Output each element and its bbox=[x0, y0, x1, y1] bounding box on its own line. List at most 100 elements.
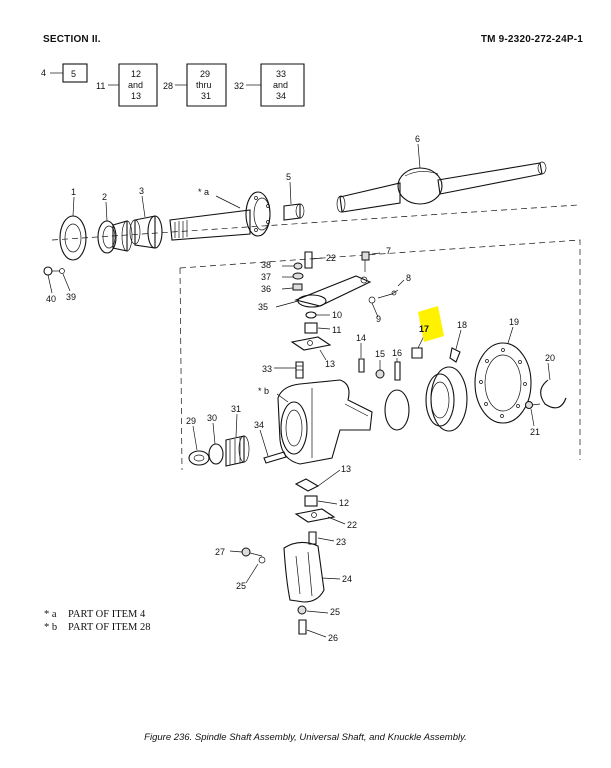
callout-label: 9 bbox=[376, 314, 381, 324]
callout-label: 22 bbox=[326, 253, 336, 263]
callout-label: 19 bbox=[509, 317, 519, 327]
part-24-bracket bbox=[283, 541, 325, 603]
part-3-bearing bbox=[129, 215, 163, 249]
callout-label: * a bbox=[198, 187, 209, 197]
flow-box bbox=[260, 63, 305, 107]
part-25-26-bolt bbox=[297, 605, 307, 635]
callout-label: 20 bbox=[545, 353, 555, 363]
flow-box bbox=[118, 63, 158, 107]
flow-box-text: thru bbox=[196, 80, 212, 90]
callout-label: 8 bbox=[406, 273, 411, 283]
callout-labels-lower: 13 12 22 25 bbox=[326, 253, 351, 617]
callout-label: 24 bbox=[342, 574, 352, 584]
callout-label: 25 bbox=[236, 581, 246, 591]
callout-label: 34 bbox=[254, 420, 264, 430]
callout-label: 1 bbox=[71, 187, 76, 197]
callout-labels: 1 2 3 * a 5 6 7 8 9 10 11 12 13 14 15 16… bbox=[46, 134, 555, 643]
part-6-universal-shaft bbox=[336, 161, 547, 213]
part-10-12-kingpin-upper bbox=[290, 311, 332, 351]
callout-label: 40 bbox=[46, 294, 56, 304]
callout-label: 30 bbox=[207, 413, 217, 423]
flow-box-group-28-29-31: 28 29 thru 31 bbox=[163, 63, 227, 107]
callout-label: 36 bbox=[261, 284, 271, 294]
part-20-clip bbox=[540, 379, 567, 409]
callout-label: 11 bbox=[332, 325, 341, 335]
part-14-15-16-fasteners bbox=[358, 358, 401, 381]
callout-label: 21 bbox=[530, 427, 540, 437]
callout-label: 18 bbox=[457, 320, 467, 330]
flow-box-text: and bbox=[128, 80, 143, 90]
flow-box-group-4-5: 4 5 bbox=[41, 63, 88, 83]
part-18-housing bbox=[425, 347, 468, 432]
part-33-bolt bbox=[295, 361, 304, 379]
callout-label: 3 bbox=[139, 186, 144, 196]
callout-label: 26 bbox=[328, 633, 338, 643]
callout-label: 5 bbox=[286, 172, 291, 182]
callout-label: 13 bbox=[325, 359, 335, 369]
callout-label: 2 bbox=[102, 192, 107, 202]
steering-knuckle bbox=[277, 379, 373, 465]
flow-box-text: and bbox=[273, 80, 288, 90]
part-38-37-36-hardware bbox=[292, 262, 304, 291]
highlight-marker bbox=[418, 306, 444, 342]
callout-label: * b bbox=[258, 386, 269, 396]
callout-label: 27 bbox=[215, 547, 225, 557]
callout-label: 38 bbox=[261, 260, 271, 270]
footnote-marker: * b bbox=[44, 622, 57, 633]
footnote-marker: * a bbox=[44, 609, 57, 620]
leader-lines bbox=[47, 143, 551, 638]
part-27-25-bolt bbox=[241, 547, 266, 564]
flow-box-text: 5 bbox=[71, 69, 76, 79]
flow-lead-number: 11 bbox=[96, 81, 105, 91]
callout-label: 13 bbox=[341, 464, 351, 474]
flow-box-text: 33 bbox=[276, 69, 286, 79]
footnote-text: PART OF ITEM 4 bbox=[68, 609, 146, 620]
callout-label: 31 bbox=[231, 404, 241, 414]
part-21-bolt bbox=[525, 401, 541, 409]
flow-box-text: 13 bbox=[131, 91, 141, 101]
manual-number: TM 9-2320-272-24P-1 bbox=[480, 34, 583, 45]
callout-label: 14 bbox=[356, 333, 366, 343]
callout-label: 33 bbox=[262, 364, 272, 374]
callout-label: 6 bbox=[415, 134, 420, 144]
callout-label: 7 bbox=[386, 246, 391, 256]
flow-box-group-11-12-13: 11 12 and 13 bbox=[96, 63, 158, 107]
part-13-12-22-lower bbox=[294, 478, 336, 523]
callout-label: 15 bbox=[375, 349, 385, 359]
assembly-boundary-upper bbox=[51, 204, 579, 241]
flow-box-group-32-33-34: 32 33 and 34 bbox=[234, 63, 305, 107]
flow-box-text: 29 bbox=[200, 69, 210, 79]
figure-caption: Figure 236. Spindle Shaft Assembly, Univ… bbox=[144, 732, 467, 743]
part-17-fitting bbox=[411, 347, 423, 359]
part-29-30-31-seals bbox=[188, 435, 250, 467]
section-heading: SECTION II. bbox=[43, 34, 101, 45]
flow-lead-number: 32 bbox=[234, 81, 244, 91]
part-40-39-fitting bbox=[43, 266, 65, 276]
callout-label: 29 bbox=[186, 416, 196, 426]
flow-box-text: 31 bbox=[201, 91, 211, 101]
part-bearing-cone bbox=[112, 220, 133, 252]
footnote-text: PART OF ITEM 28 bbox=[68, 622, 151, 633]
part-19-plate bbox=[474, 342, 532, 424]
flow-lead-number: 4 bbox=[41, 68, 46, 78]
assembly-boundary-left bbox=[179, 267, 183, 471]
callout-label: 25 bbox=[330, 607, 340, 617]
flow-box bbox=[62, 63, 88, 83]
callout-label: 35 bbox=[258, 302, 268, 312]
part-5-bushing bbox=[283, 203, 305, 221]
callout-label: 37 bbox=[261, 272, 271, 282]
flow-lead-number: 28 bbox=[163, 81, 173, 91]
callout-label: 16 bbox=[392, 348, 402, 358]
part-7-fitting bbox=[361, 251, 370, 272]
flow-box-text: 34 bbox=[276, 91, 286, 101]
flow-box bbox=[186, 63, 227, 107]
part-8-9-hardware bbox=[368, 289, 399, 304]
callout-label: 10 bbox=[332, 310, 342, 320]
callout-label: 12 bbox=[339, 498, 349, 508]
callout-label: 22 bbox=[347, 520, 357, 530]
spindle-shaft bbox=[169, 191, 271, 241]
part-23-fitting bbox=[308, 531, 317, 545]
part-ring bbox=[384, 389, 410, 431]
callout-label: 23 bbox=[336, 537, 346, 547]
